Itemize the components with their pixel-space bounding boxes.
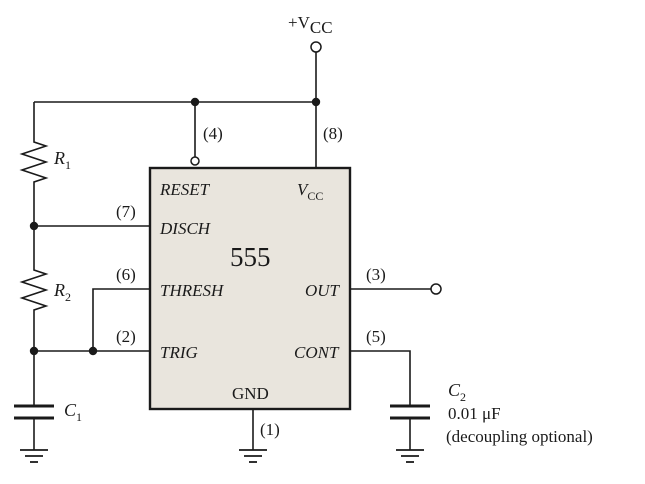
capacitor-c1: C1 xyxy=(14,400,82,450)
pin-disch-name: DISCH xyxy=(159,219,212,238)
pin-number-2: (2) xyxy=(116,327,136,346)
r1-label: R1 xyxy=(53,148,71,172)
pin-vcc-name: VCC xyxy=(297,180,323,203)
c2-value: 0.01 μF xyxy=(448,404,501,423)
pin-reset-name: RESET xyxy=(159,180,211,199)
pin-thresh-name: THRESH xyxy=(160,281,225,300)
top-rail xyxy=(33,97,321,168)
chip-name: 555 xyxy=(230,242,271,272)
junction-dot xyxy=(88,346,98,356)
pin-number-4: (4) xyxy=(203,124,223,143)
pin-out-name: OUT xyxy=(305,281,341,300)
pin-number-8: (8) xyxy=(323,124,343,143)
pin-number-5: (5) xyxy=(366,327,386,346)
c1-label: C1 xyxy=(64,400,82,424)
ground-symbol xyxy=(396,449,424,463)
c2-label: C2 xyxy=(448,380,466,404)
pin-number-7: (7) xyxy=(116,202,136,221)
pin-numbers: (4) (8) (7) (6) (3) (2) (5) (1) xyxy=(116,124,386,439)
cont-lead xyxy=(350,350,411,406)
pin-gnd-name: GND xyxy=(232,384,269,403)
vcc-terminal[interactable] xyxy=(310,41,322,53)
pin-number-6: (6) xyxy=(116,265,136,284)
ground-symbol xyxy=(239,449,267,463)
resistor-r1: R1 xyxy=(19,138,71,226)
pin-number-1: (1) xyxy=(260,420,280,439)
c2-note: (decoupling optional) xyxy=(446,427,593,446)
reset-inversion-bubble xyxy=(190,156,200,166)
pin-number-3: (3) xyxy=(366,265,386,284)
r2-label: R2 xyxy=(53,280,71,304)
thresh-trig-wiring xyxy=(29,288,150,406)
pin-cont-name: CONT xyxy=(294,343,340,362)
timer-555-chip: 555 RESET VCC DISCH THRESH OUT TRIG CONT… xyxy=(148,166,352,411)
output-terminal[interactable] xyxy=(430,283,442,295)
disch-node xyxy=(29,221,150,266)
chip-body xyxy=(148,166,352,411)
vcc-supply: +VCC xyxy=(288,13,333,102)
resistor-r2: R2 xyxy=(19,266,71,350)
capacitor-c2: C2 0.01 μF (decoupling optional) xyxy=(390,380,593,450)
ground-symbol xyxy=(20,449,48,463)
pin-trig-name: TRIG xyxy=(160,343,198,362)
output-lead xyxy=(350,283,442,295)
vcc-supply-label: +VCC xyxy=(288,13,333,37)
